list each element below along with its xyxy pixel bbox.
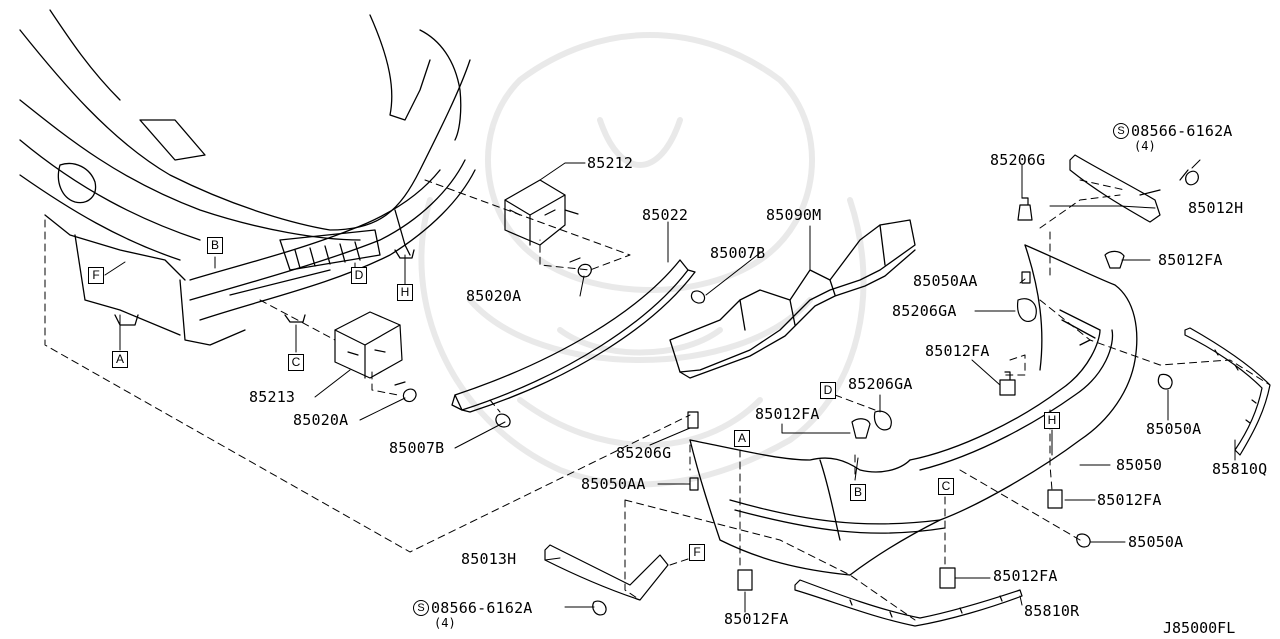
label-85020A-top: 85020A	[466, 287, 522, 305]
ref-box-H-right: H	[1044, 412, 1060, 429]
ref-box-C-left: C	[288, 354, 304, 371]
bracket-85213	[334, 311, 403, 379]
label-85007B-bottom: 85007B	[389, 439, 445, 457]
absorber-85090M	[669, 219, 916, 379]
label-85022: 85022	[642, 206, 689, 224]
ref-box-D-right: D	[820, 382, 836, 399]
label-85012FA-b1: 85012FA	[724, 610, 789, 628]
label-85020A-bottom: 85020A	[293, 411, 349, 429]
diagram-code: J85000FL	[1163, 619, 1236, 637]
ref-box-B-right: B	[850, 484, 866, 501]
reinforcement-85022	[451, 259, 696, 413]
label-85012FA-r3: 85012FA	[1097, 491, 1162, 509]
bracket-85013H	[544, 544, 669, 601]
label-85012H: 85012H	[1188, 199, 1244, 217]
screw-qty-bottom: (4)	[434, 616, 456, 630]
label-85206G-top: 85206G	[990, 151, 1046, 169]
label-85012FA-b2: 85012FA	[993, 567, 1058, 585]
screw-number-bottom: 08566-6162A	[431, 599, 533, 617]
moulding-85810Q	[1184, 327, 1271, 456]
label-85810R: 85810R	[1024, 602, 1080, 620]
label-85206G-left: 85206G	[616, 444, 672, 462]
screw-symbol-bottom: S	[413, 600, 429, 616]
label-85213: 85213	[249, 388, 296, 406]
screw-qty-top: (4)	[1134, 139, 1156, 153]
ref-box-C-right: C	[938, 478, 954, 495]
label-85050A-bottom: 85050A	[1128, 533, 1184, 551]
ref-box-A-left: A	[112, 351, 128, 368]
label-85206GA-right: 85206GA	[892, 302, 957, 320]
screw-symbol-top: S	[1113, 123, 1129, 139]
label-85012FA-center: 85012FA	[755, 405, 820, 423]
ref-box-F-right: F	[689, 544, 705, 561]
ref-box-H-left: H	[397, 284, 413, 301]
ref-box-B-left: B	[207, 237, 223, 254]
ref-box-F-left: F	[88, 267, 104, 284]
label-85212: 85212	[587, 154, 634, 172]
bolts	[394, 169, 1199, 616]
screw-number-top: 08566-6162A	[1131, 122, 1233, 140]
label-85050: 85050	[1116, 456, 1163, 474]
label-85012FA-r1: 85012FA	[1158, 251, 1223, 269]
label-85050AA-left: 85050AA	[581, 475, 646, 493]
label-85050AA-right: 85050AA	[913, 272, 978, 290]
moulding-85810R	[794, 579, 1023, 627]
label-85810Q: 85810Q	[1212, 460, 1268, 478]
label-85050A-right: 85050A	[1146, 420, 1202, 438]
label-85206GA-center: 85206GA	[848, 375, 913, 393]
label-85013H: 85013H	[461, 550, 517, 568]
dashed-guides	[44, 179, 1271, 621]
leader-lines	[104, 159, 1236, 613]
watermark-logo	[418, 32, 867, 488]
label-85012FA-r2: 85012FA	[925, 342, 990, 360]
bracket-85012H	[1069, 154, 1161, 223]
bumper-fascia-85050	[689, 244, 1138, 576]
label-85090M: 85090M	[766, 206, 822, 224]
ref-box-A-right: A	[734, 430, 750, 447]
label-85007B-top: 85007B	[710, 244, 766, 262]
bracket-85212	[504, 179, 579, 246]
ref-box-D-left: D	[351, 267, 367, 284]
vehicle-body	[19, 9, 476, 346]
